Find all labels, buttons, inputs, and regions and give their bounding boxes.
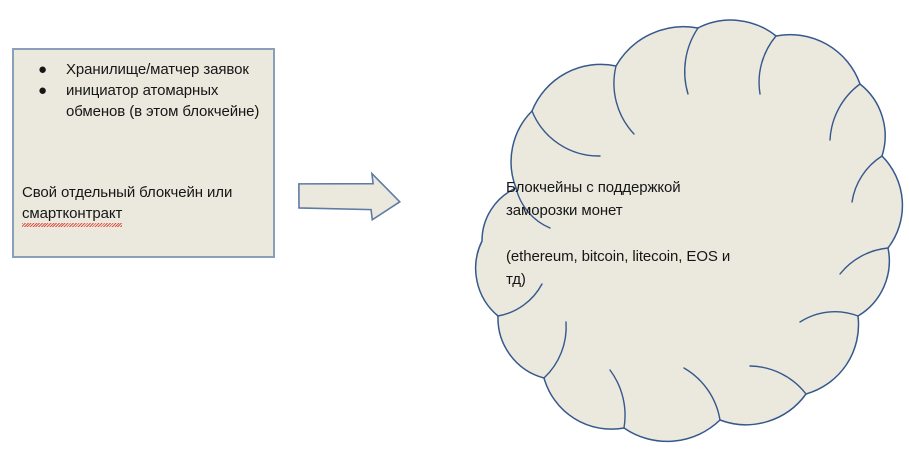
cloud-line-4: тд) <box>506 271 526 288</box>
cloud-line-1: Блокчейны с поддержкой <box>506 179 681 196</box>
note-paragraph-prefix: Свой отдельный блокчейн или <box>22 184 233 201</box>
note-paragraph: Свой отдельный блокчейн или смартконтрак… <box>22 182 270 227</box>
bullet-text: Хранилище/матчер заявок <box>66 61 249 78</box>
source-note-box[interactable]: ● Хранилище/матчер заявок ● инициатор ат… <box>12 48 275 258</box>
list-item: ● Хранилище/матчер заявок <box>38 59 262 80</box>
bullet-marker-icon: ● <box>38 82 47 99</box>
note-bullet-list: ● Хранилище/матчер заявок ● инициатор ат… <box>38 59 262 122</box>
cloud-line-3: (ethereum, bitcoin, litecoin, EOS и <box>506 248 731 265</box>
list-item: ● инициатор атомарных обменов (в этом бл… <box>38 80 262 122</box>
cloud-icon <box>474 19 904 443</box>
cloud-text-block: Блокчейны с поддержкой заморозки монет (… <box>506 176 812 291</box>
right-arrow-icon <box>298 171 402 222</box>
cloud-line-2: заморозки монет <box>506 202 623 219</box>
bullet-text: инициатор атомарных обменов (в этом блок… <box>66 82 260 120</box>
misspelled-word[interactable]: смартконтракт <box>22 205 123 227</box>
target-cloud-shape[interactable]: Блокчейны с поддержкой заморозки монет (… <box>420 16 904 462</box>
cloud-text-spacer <box>506 222 812 245</box>
bullet-marker-icon: ● <box>38 61 47 78</box>
flow-arrow[interactable] <box>292 168 410 226</box>
